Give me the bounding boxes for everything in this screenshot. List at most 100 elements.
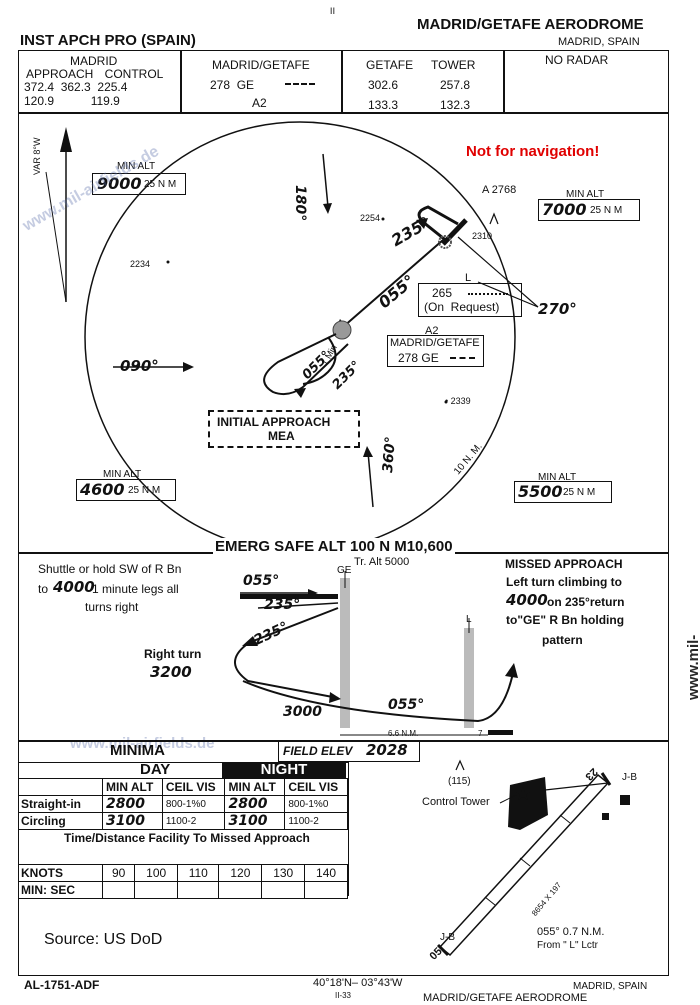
not-for-navigation: Not for navigation! [466,143,600,160]
min-alt-sw-value: 4600 [80,480,125,499]
freq-divider-1 [180,50,182,114]
l-beacon-morse [468,293,508,295]
cell-ceil-vis: 800-1%0 [161,795,226,813]
knots-table: KNOTS 90 100 110 120 130 140 MIN: SEC [18,864,348,899]
proc-turn [302,336,337,385]
minima-title: MINIMA [110,742,165,759]
knots-cell: 90 [101,864,136,882]
header-day-ceil-vis: CEIL VIS [161,778,226,796]
final-segment [242,672,514,723]
control-tower-label: Control Tower [422,796,490,808]
watermark-3: www.mil-airfields.de [70,735,215,752]
minima-table: MIN ALT CEIL VIS MIN ALT CEIL VIS Straig… [18,778,348,830]
mea-label: MEA [268,429,295,443]
day-label: DAY [140,761,171,778]
min-alt-sw-label: MIN ALT [103,469,142,480]
beacon-title: MADRID/GETAFE [212,58,310,72]
ge-box-morse [450,357,475,359]
missed-line-2: on 235°return [547,595,625,609]
knots-row: KNOTS 90 100 110 120 130 140 [18,864,348,882]
shuttle-text-1: Shuttle or hold SW of R Bn [38,562,182,576]
missed-line-3: to"GE" R Bn holding [506,613,625,627]
spot-2254 [381,217,385,221]
l-label: L [466,614,472,625]
brg-180: 180° [292,185,308,222]
knots-cell: 120 [218,864,263,882]
peak-2768 [489,212,499,225]
field-elev-box [278,740,420,762]
no-radar-label: NO RADAR [545,53,609,67]
tower-leader [499,794,517,804]
beacon-morse [285,83,315,85]
profile-235-a: 235° [264,597,301,613]
profile-view [234,571,518,736]
footer-location: MADRID, SPAIN [573,981,648,992]
emerg-safe-alt: EMERG SAFE ALT 100 N M10,600 [213,538,455,555]
jb-top-bar [600,772,612,786]
watermark-2: www.mil-airfields.de [685,634,700,700]
chart-frame [18,112,669,976]
radial-360-head [363,446,373,457]
a2-label: A2 [425,325,439,337]
l-beacon-freq: 265 [432,286,453,300]
tr-alt-label: Tr. Alt 5000 [354,556,410,568]
knots-label: KNOTS [18,864,103,882]
runway-mark-2 [559,814,571,824]
brg-360: 360° [380,435,400,474]
missed-alt: 4000 [506,591,548,609]
shuttle-235 [257,602,339,609]
approach-freq-2: 120.9 119.9 [24,94,120,108]
spot-2339 [444,400,448,404]
taxiway [544,782,609,791]
elev-2310: 2310 [472,231,493,241]
l-lctr-distance: 055° 0.7 N.M. [537,926,605,938]
header-night-ceil-vis: CEIL VIS [284,778,348,796]
ge-box [387,335,484,367]
shuttle-text-4: turns right [85,600,139,614]
proc-turn-head [329,692,341,703]
minima-right-border [348,762,349,896]
radial-090-head [183,362,194,372]
night-label: NIGHT [222,762,346,778]
ge-beacon-symbol [332,320,352,340]
shuttle-text-3: 1 minute legs all [92,582,179,596]
minima-left-rule [18,762,348,763]
tower-freq-1b: 257.8 [440,78,471,92]
from-l-lctr: From " L" Lctr [537,940,598,951]
elev-2768: A 2768 [482,184,517,196]
runway-mark-1 [519,857,531,867]
l-beacon-request: (On Request) [424,300,500,314]
seven-label: 7 [478,729,483,738]
min-alt-ne-value: 7000 [542,200,587,219]
procedure-title: INST APCH PRO (SPAIN) [20,32,196,49]
shuttle-text-2: to [38,582,49,596]
shuttle-alt: 4000 [53,578,95,596]
cell-min-alt: 2800 [102,795,163,813]
descent-235 [247,607,339,644]
building-1 [620,795,630,805]
radial-360 [367,451,374,508]
apron [508,777,548,830]
ge-column [340,578,350,728]
mag-arrow-line [45,171,67,303]
row-label: Circling [18,812,103,830]
initial-approach-box [208,410,360,448]
profile-055-b: 055° [388,697,425,713]
location-label: MADRID, SPAIN [558,36,640,48]
min-sec-row: MIN: SEC [18,881,348,899]
cell-min-alt: 2800 [224,795,286,813]
min-alt-se-value: 5500 [518,482,563,501]
header-blank [18,778,103,796]
elev-115: (115) [448,776,471,787]
freq-divider-2 [341,50,343,114]
jb-top-label: J-B [622,772,637,783]
min-alt-nw-label: MIN ALT [117,161,156,172]
page-number: II-33 [335,991,352,1000]
min-alt-ne-unit: 25 N M [590,205,623,216]
l-beacon-l: L [465,272,472,284]
knots-cell: 130 [261,864,306,882]
holding-l-head [416,218,428,229]
coords-label: 40°18'N– 03°43'W [313,977,403,989]
approach-freq-1: 372.4 362.3 225.4 [24,80,128,94]
profile-055-a: 055° [243,573,280,589]
